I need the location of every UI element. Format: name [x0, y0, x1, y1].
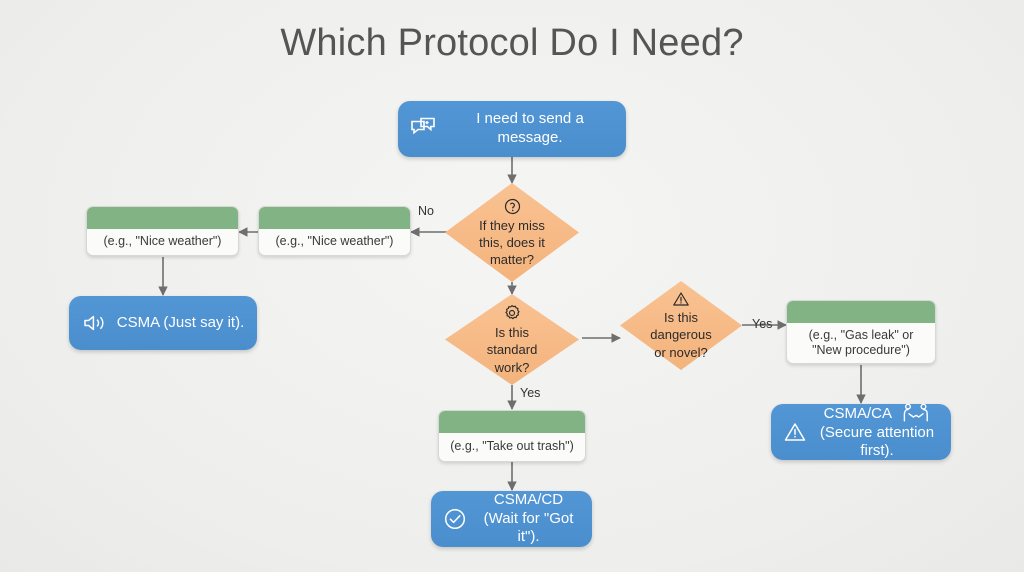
note-body: (e.g., "Take out trash") [439, 433, 585, 461]
check-circle-icon [443, 507, 467, 531]
question-circle-icon [504, 198, 521, 215]
note-header [259, 207, 410, 229]
gear-icon [503, 304, 521, 322]
note-gas-leak-line2: "New procedure") [812, 343, 910, 357]
note-body: (e.g., "Gas leak" or "New procedure") [787, 323, 935, 363]
result-csma-label: CSMA (Just say it). [116, 313, 245, 331]
diamond-content: Is this standard work? [445, 294, 579, 385]
note-nice-weather-right-text: (e.g., "Nice weather") [275, 234, 394, 249]
note-take-out-trash-text: (e.g., "Take out trash") [450, 439, 574, 454]
decision-dangerous-line2: dangerous [650, 327, 712, 343]
decision-dangerous-line1: Is this [664, 310, 698, 325]
note-body: (e.g., "Nice weather") [259, 229, 410, 255]
note-header [787, 301, 935, 323]
node-note-gas-leak[interactable]: (e.g., "Gas leak" or "New procedure") [786, 300, 936, 364]
decision-standard-line3: work? [494, 359, 530, 375]
decision-dangerous-line3: or novel? [654, 344, 708, 360]
diamond-content: If they miss this, does it matter? [445, 183, 579, 282]
node-note-nice-weather-right[interactable]: (e.g., "Nice weather") [258, 206, 411, 256]
handshake-people-icon [902, 403, 930, 423]
note-gas-leak-text: (e.g., "Gas leak" or "New procedure") [809, 328, 914, 359]
page-title: Which Protocol Do I Need? [280, 22, 744, 64]
result-csma-ca-line2: (Secure attention first). [819, 423, 935, 460]
result-csma-cd-line1: CSMA/CD [493, 490, 564, 508]
edge-label-yes-standard: Yes [520, 386, 541, 400]
node-start-label: I need to send a message. [476, 110, 584, 146]
node-start[interactable]: I need to send a message. [398, 101, 626, 157]
note-header [439, 411, 585, 433]
node-note-nice-weather-left[interactable]: (e.g., "Nice weather") [86, 206, 239, 256]
decision-matter-line2: this, does it [479, 234, 545, 250]
node-result-csma-cd[interactable]: CSMA/CD (Wait for "Got it"). [431, 491, 592, 547]
edge-label-yes-dangerous: Yes [752, 317, 773, 331]
warning-triangle-icon [672, 291, 690, 307]
warning-triangle-icon [783, 421, 807, 443]
node-result-csma[interactable]: CSMA (Just say it). [69, 296, 257, 350]
result-csma-ca-line1: CSMA/CA [823, 404, 892, 422]
decision-matter-line3: matter? [489, 252, 535, 268]
result-csma-cd-label: CSMA/CD (Wait for "Got it"). [477, 491, 580, 547]
note-gas-leak-line1: (e.g., "Gas leak" or [808, 327, 914, 342]
note-body: (e.g., "Nice weather") [87, 229, 238, 255]
result-csma-cd-line2: (Wait for "Got it"). [483, 509, 574, 546]
node-decision-dangerous[interactable]: Is this dangerous or novel? [620, 281, 742, 370]
speaker-icon [82, 313, 108, 333]
note-nice-weather-left-text: (e.g., "Nice weather") [103, 234, 222, 249]
decision-standard-line1: Is this [495, 325, 529, 340]
note-header [87, 207, 238, 229]
node-decision-standard[interactable]: Is this standard work? [445, 294, 579, 385]
node-decision-matter[interactable]: If they miss this, does it matter? [445, 183, 579, 282]
result-csma-ca-label: CSMA/CA (Secure attention first). [815, 403, 939, 461]
node-note-take-out-trash[interactable]: (e.g., "Take out trash") [438, 410, 586, 462]
decision-matter-line1: If they miss [479, 217, 545, 233]
edge-label-no-matter: No [418, 204, 434, 218]
message-icon [410, 117, 436, 141]
diamond-content: Is this dangerous or novel? [620, 281, 742, 370]
decision-standard-line2: standard [486, 342, 538, 358]
node-result-csma-ca[interactable]: CSMA/CA (Secure attention first). [771, 403, 951, 461]
